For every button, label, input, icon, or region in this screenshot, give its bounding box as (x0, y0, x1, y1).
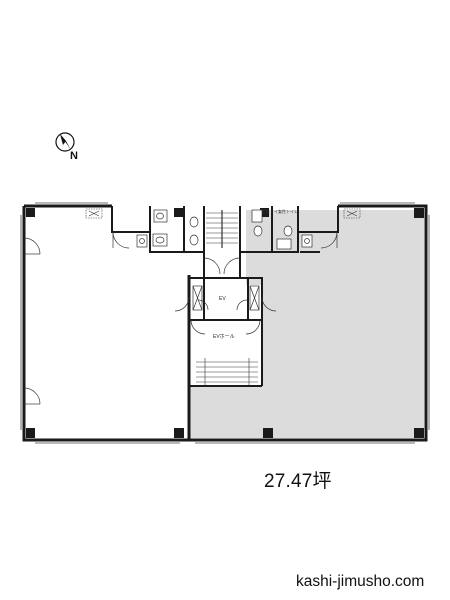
columns (26, 208, 424, 438)
restroom-label-male: 男性トイレ (262, 209, 282, 214)
outer-wall (22, 204, 428, 442)
elevator-icon (192, 285, 260, 311)
windows (20, 202, 430, 444)
restroom-label-female: 女性トイレ (278, 209, 298, 214)
core-walls (111, 206, 339, 387)
website-label: kashi-jimusho.com (296, 573, 425, 590)
elevator-hall-label: EVホール (213, 334, 235, 340)
elevator-label: EV (219, 296, 226, 302)
north-label: N (70, 150, 78, 162)
north-compass-icon (55, 132, 75, 152)
ac-unit-icon (85, 208, 361, 219)
toilet-icon (136, 209, 313, 250)
area-label: 27.47坪 (264, 471, 332, 492)
leased-area (189, 210, 424, 438)
door-swing (23, 231, 338, 405)
stair-icon (196, 210, 258, 385)
